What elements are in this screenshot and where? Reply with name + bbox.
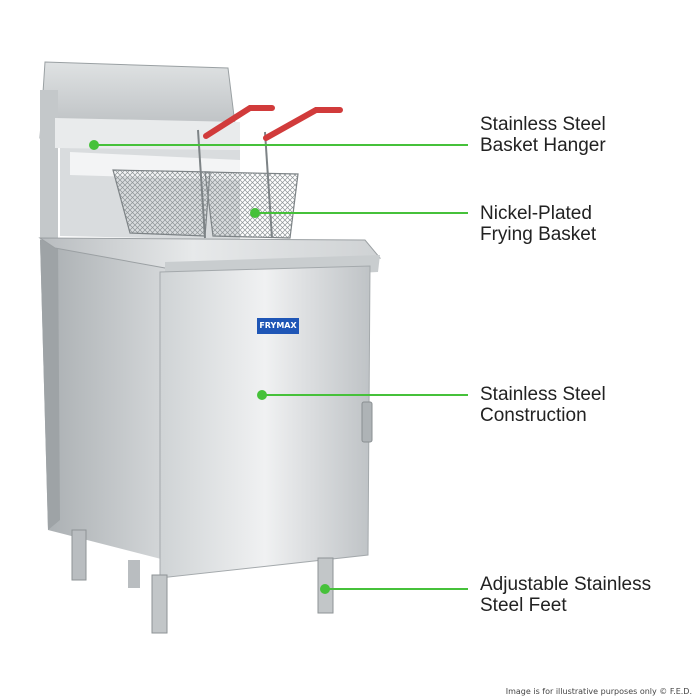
callout-dot [320,584,330,594]
cabinet-door [159,265,373,579]
callout-line [265,394,468,396]
frying-baskets [112,105,343,239]
callout-line [258,212,468,214]
feature-label: Nickel-Plated Frying Basket [480,203,597,245]
callout-dot [250,208,260,218]
brand-badge: FRYMAX [257,318,299,334]
callout-dot [257,390,267,400]
callout-line [328,588,468,590]
callout-line [96,144,468,146]
callout-dot [89,140,99,150]
cabinet-side [40,240,165,560]
disclaimer-note: Image is for illustrative purposes only … [505,687,692,696]
feature-label: Stainless Steel Basket Hanger [480,114,606,156]
feature-label: Adjustable Stainless Steel Feet [480,574,652,616]
feature-label: Stainless Steel Construction [480,384,606,426]
